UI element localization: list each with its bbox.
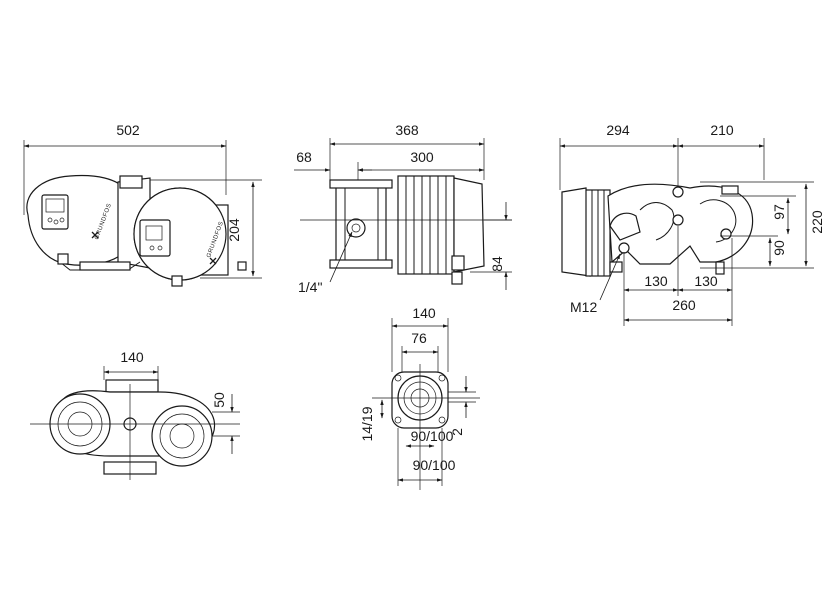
rear-bolt-left-label: 130 (644, 273, 668, 289)
thread-leader (329, 231, 353, 283)
right-control-display (139, 219, 171, 257)
rear-left-label: 294 (606, 122, 630, 138)
thread-label: 1/4" (298, 279, 322, 295)
top-view: 140 50 (30, 349, 240, 480)
flange-bore-label: 76 (411, 330, 427, 346)
side-overall-label: 368 (395, 122, 419, 138)
rear-220-label: 220 (809, 210, 825, 234)
flange-holes-label: 14/19 (359, 406, 375, 441)
rear-bolt-right-label: 130 (694, 273, 718, 289)
side-axis-label: 84 (489, 256, 505, 272)
flange-vertical-label: 2 (449, 428, 465, 436)
rear-right-label: 210 (710, 122, 734, 138)
rear-90-label: 90 (771, 240, 787, 256)
side-motor-cover (453, 177, 485, 273)
top-height-label: 50 (211, 392, 227, 408)
rear-97-label: 97 (771, 204, 787, 220)
rear-view: 294 210 220 97 90 (559, 122, 825, 326)
top-flange-top (105, 379, 159, 393)
front-width-label: 502 (116, 122, 140, 138)
rear-bolt-span-label: 260 (672, 297, 696, 313)
flange-view: 140 76 14/19 2 90/100 90/100 (359, 305, 480, 490)
front-view: 502 204 GRUNDFOS GRUNDFOS (23, 122, 262, 287)
side-pressure-port (346, 218, 366, 238)
top-width-label: 140 (120, 349, 144, 365)
rear-bolt-hole (618, 242, 630, 254)
side-motor-label: 300 (410, 149, 434, 165)
side-view: 368 68 300 84 1/4" (294, 122, 512, 295)
flange-pcd-outer-label: 90/100 (413, 457, 456, 473)
flange-pcd-inner-label: 90/100 (411, 428, 454, 444)
side-offset-label: 68 (296, 149, 312, 165)
rear-bolt-size-label: M12 (570, 299, 597, 315)
left-logo-icon (91, 231, 99, 239)
front-height-label: 204 (226, 218, 242, 242)
flange-outer-label: 140 (412, 305, 436, 321)
right-logo-icon (209, 257, 217, 265)
